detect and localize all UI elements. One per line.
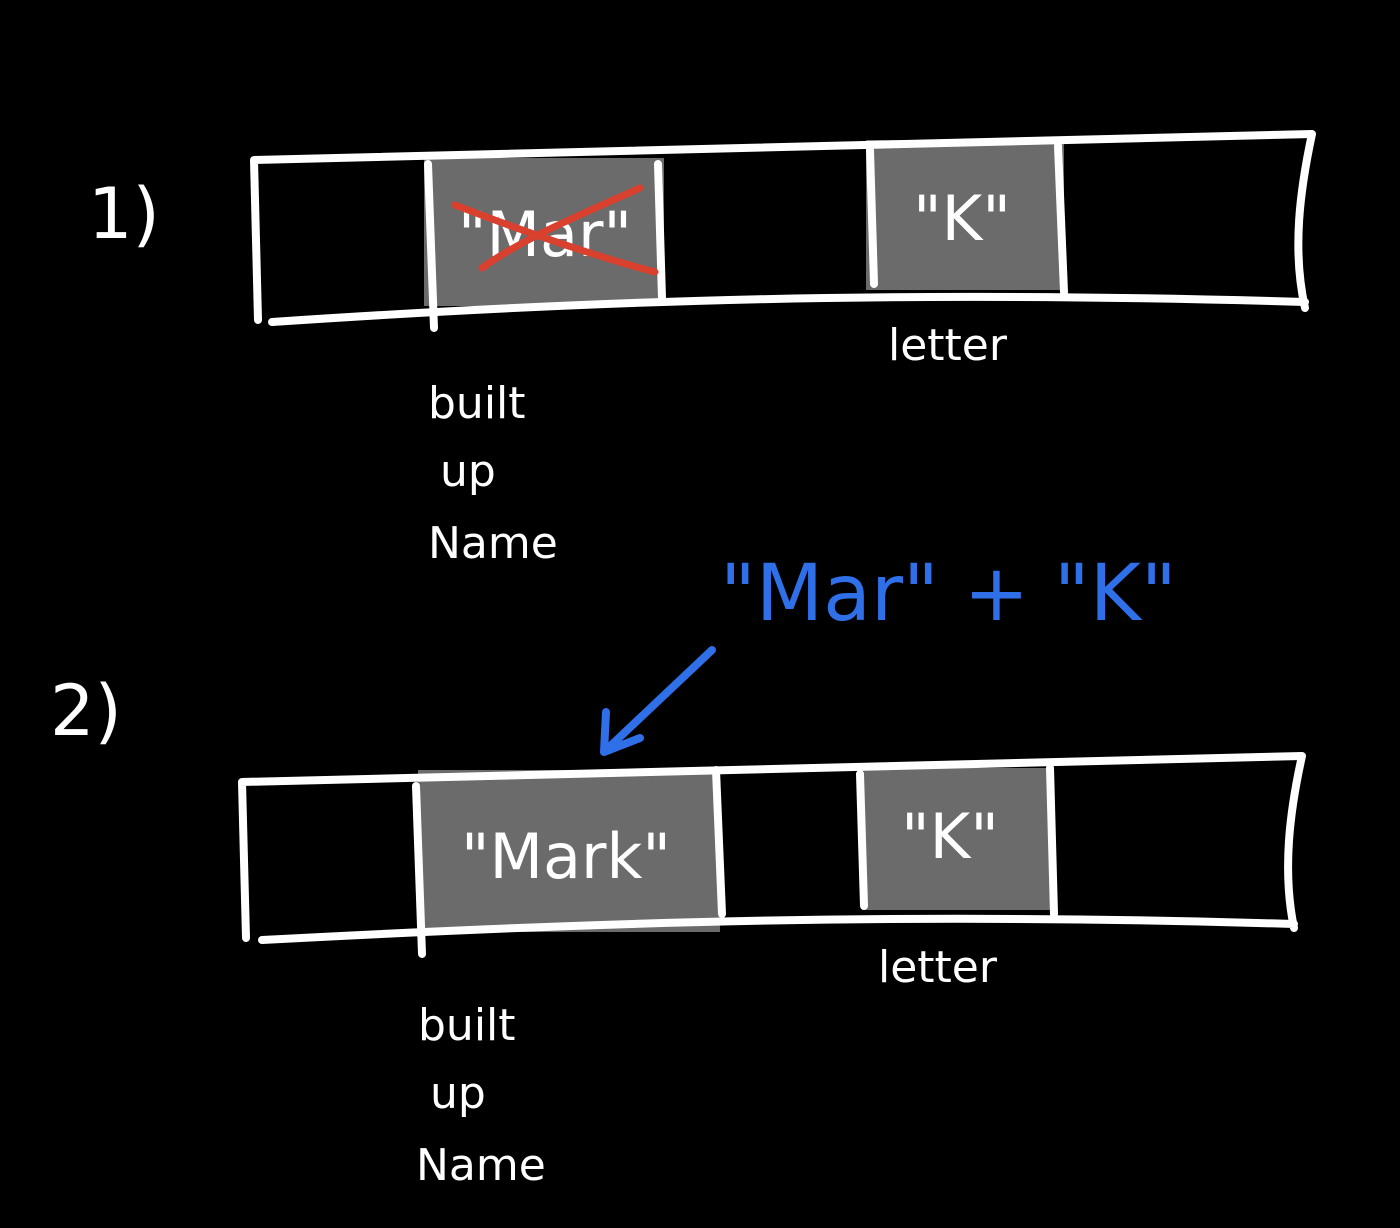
step-1-name-label-line1: built: [428, 378, 526, 429]
step-1-name-label-line2: up: [440, 446, 496, 497]
step-1-group: 1) "Mar" "K" built up Name letter: [88, 130, 1316, 569]
step-2-divider-b: [712, 766, 726, 918]
step-2-name-label-line2: up: [430, 1068, 486, 1119]
step-2-group: 2) "Mark" "K" built up Name letter: [50, 670, 1306, 1191]
step-1-array-outline: [250, 130, 1316, 326]
step-2-letter-cell-fill: [862, 768, 1054, 910]
step-2-name-label-line1: built: [418, 1000, 516, 1051]
step-2-letter-cell-text: "K": [901, 800, 999, 873]
step-2-divider-d: [1046, 764, 1058, 918]
step-2-letter-label: letter: [878, 942, 998, 993]
concatenation-arrow-icon: [600, 646, 716, 756]
step-1-divider-d: [1054, 142, 1068, 296]
step-2-divider-c: [856, 770, 868, 910]
step-2-divider-a: [412, 782, 426, 958]
concatenation-annotation: "Mar" + "K": [600, 549, 1177, 756]
step-2-name-label-line3: Name: [416, 1140, 546, 1191]
step-1-letter-label: letter: [888, 320, 1008, 371]
step-1-number: 1): [88, 173, 160, 255]
step-1-name-label-line3: Name: [428, 518, 558, 569]
step-1-divider-a: [424, 160, 438, 332]
step-2-number: 2): [50, 670, 122, 752]
step-1-letter-cell-text: "K": [913, 182, 1011, 255]
step-2-name-cell-fill: [418, 770, 720, 932]
step-1-divider-b: [654, 160, 666, 302]
concatenation-expression: "Mar" + "K": [720, 549, 1177, 639]
step-2-name-cell-text: "Mark": [461, 820, 671, 893]
step-1-divider-c: [866, 146, 878, 288]
step-1-letter-cell-fill: [866, 140, 1064, 290]
step-1-strike-x: [451, 184, 659, 276]
step-2-array-outline: [238, 752, 1306, 944]
